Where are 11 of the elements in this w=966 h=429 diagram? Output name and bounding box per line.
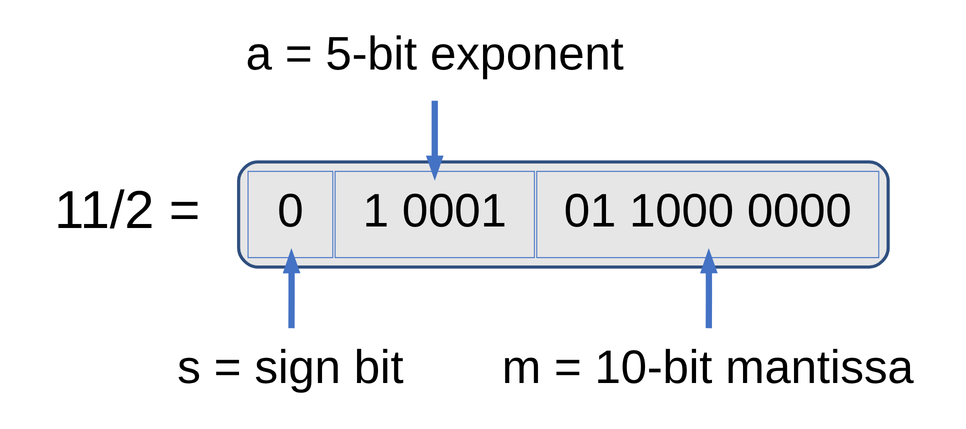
node-text: m = 10-bit mantissa	[502, 340, 914, 394]
node-box: 01 1000 0000	[536, 170, 880, 258]
cluster	[237, 160, 890, 269]
node-box: 0	[248, 170, 334, 258]
arrow	[426, 100, 444, 181]
node-text: s = sign bit	[177, 340, 404, 394]
node-box: 1 0001	[334, 170, 535, 258]
node-text: a = 5-bit exponent	[246, 26, 624, 80]
arrow	[700, 248, 718, 328]
node-label: 11/2 =	[54, 181, 200, 240]
arrow	[282, 248, 300, 328]
